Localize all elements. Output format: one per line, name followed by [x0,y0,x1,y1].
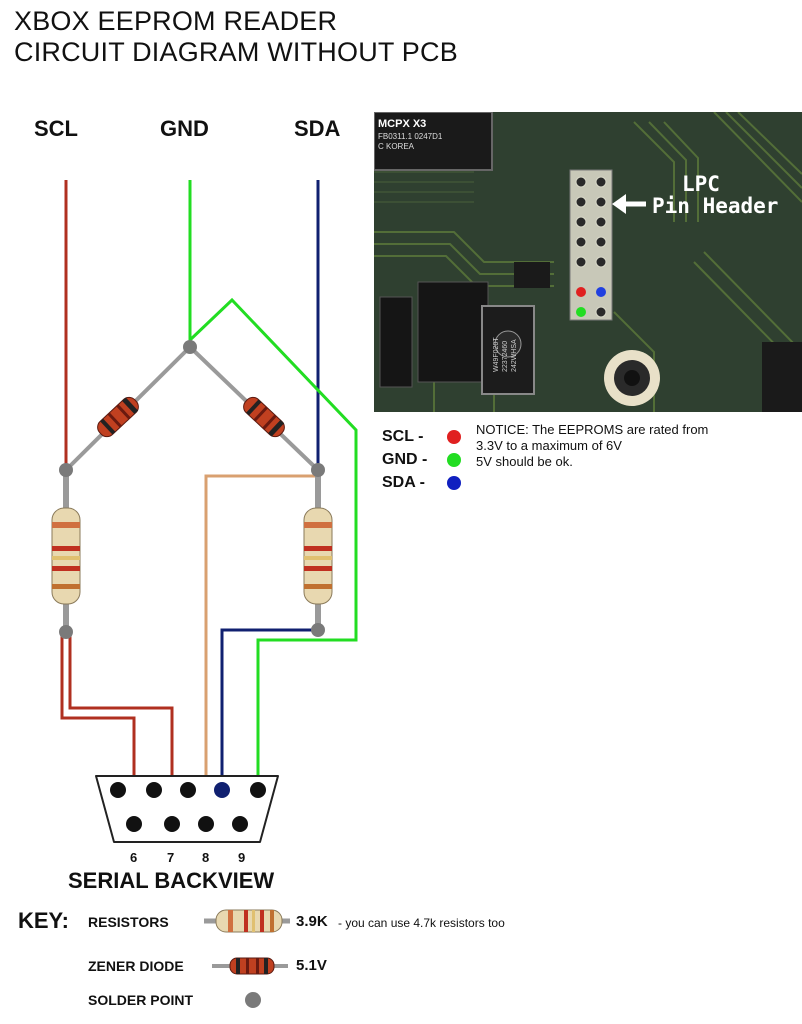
zener-diode-left [97,396,139,438]
solder-point-scl-bottom [59,625,73,639]
key-zener-icon [212,957,288,975]
serial-connector [95,775,279,843]
solder-point-scl-top [59,463,73,477]
key-zener-value: 5.1V [296,957,327,974]
legend-label-sda: SDA - [382,474,425,491]
pin-number-6: 6 [130,850,138,865]
legend-dot-sda [447,476,461,490]
solder-point-gnd [183,340,197,354]
key-resistors-label: RESISTORS [88,914,169,930]
wire-label-gnd: GND [160,116,209,141]
zener-diode-right [243,396,285,438]
wire-label-sda: SDA [294,116,341,141]
header-label-1: LPC [682,172,720,196]
gnd-branch-wire [188,297,358,790]
notice-line-2: 3.3V to a maximum of 6V [476,438,622,453]
eeprom-code: W49F020T 22372460 242WHSA [493,337,518,373]
notice-text: NOTICE: The EEPROMS are rated from 3.3V … [476,422,776,470]
key-resistors-note: - you can use 4.7k resistors too [338,916,505,930]
title-line-1: XBOX EEPROM READER [14,6,338,36]
solder-point-sda-top [311,463,325,477]
legend-label-scl: SCL - [382,428,424,445]
pin-number-7: 7 [167,850,175,865]
serial-backview-label: SERIAL BACKVIEW [68,868,275,893]
wire-label-scl: SCL [34,116,78,141]
key-solder-icon [245,992,261,1008]
resistor-left [51,507,81,605]
notice-line-3: 5V should be ok. [476,454,573,469]
photo-pin-gnd [576,307,586,317]
pin8-wire [204,474,318,822]
arrow-icon [612,194,646,214]
photo-pin-scl [576,287,586,297]
pin-number-8: 8 [202,850,210,865]
legend-dot-scl [447,430,461,444]
scl-pin7-wire [68,632,174,822]
key-resistor-icon [204,909,290,933]
key-solder-label: SOLDER POINT [88,992,194,1008]
key-resistors-value: 3.9K [296,913,328,930]
legend-dot-gnd [447,453,461,467]
chip-code-2: C KOREA [378,142,415,151]
resistor-right [303,507,333,605]
sda-pin-wire [220,628,318,790]
header-label-2: Pin Header [652,194,779,218]
photo-pin-sda [596,287,606,297]
legend-label-gnd: GND - [382,451,428,468]
key-title: KEY: [18,908,69,933]
title-line-2: CIRCUIT DIAGRAM WITHOUT PCB [14,37,458,67]
key-zener-label: ZENER DIODE [88,958,184,974]
motherboard-photo: MCPX X3 FB0311.1 0247D1 C KOREA LPC Pin … [374,112,802,412]
chip-code-1: FB0311.1 0247D1 [378,132,443,141]
page-title: XBOX EEPROM READER CIRCUIT DIAGRAM WITHO… [14,6,458,68]
chip-label: MCPX X3 [378,118,427,130]
solder-point-sda-bottom [311,623,325,637]
notice-line-1: NOTICE: The EEPROMS are rated from [476,422,709,437]
pin-number-9: 9 [238,850,246,865]
scl-pin6-wire [60,632,136,822]
